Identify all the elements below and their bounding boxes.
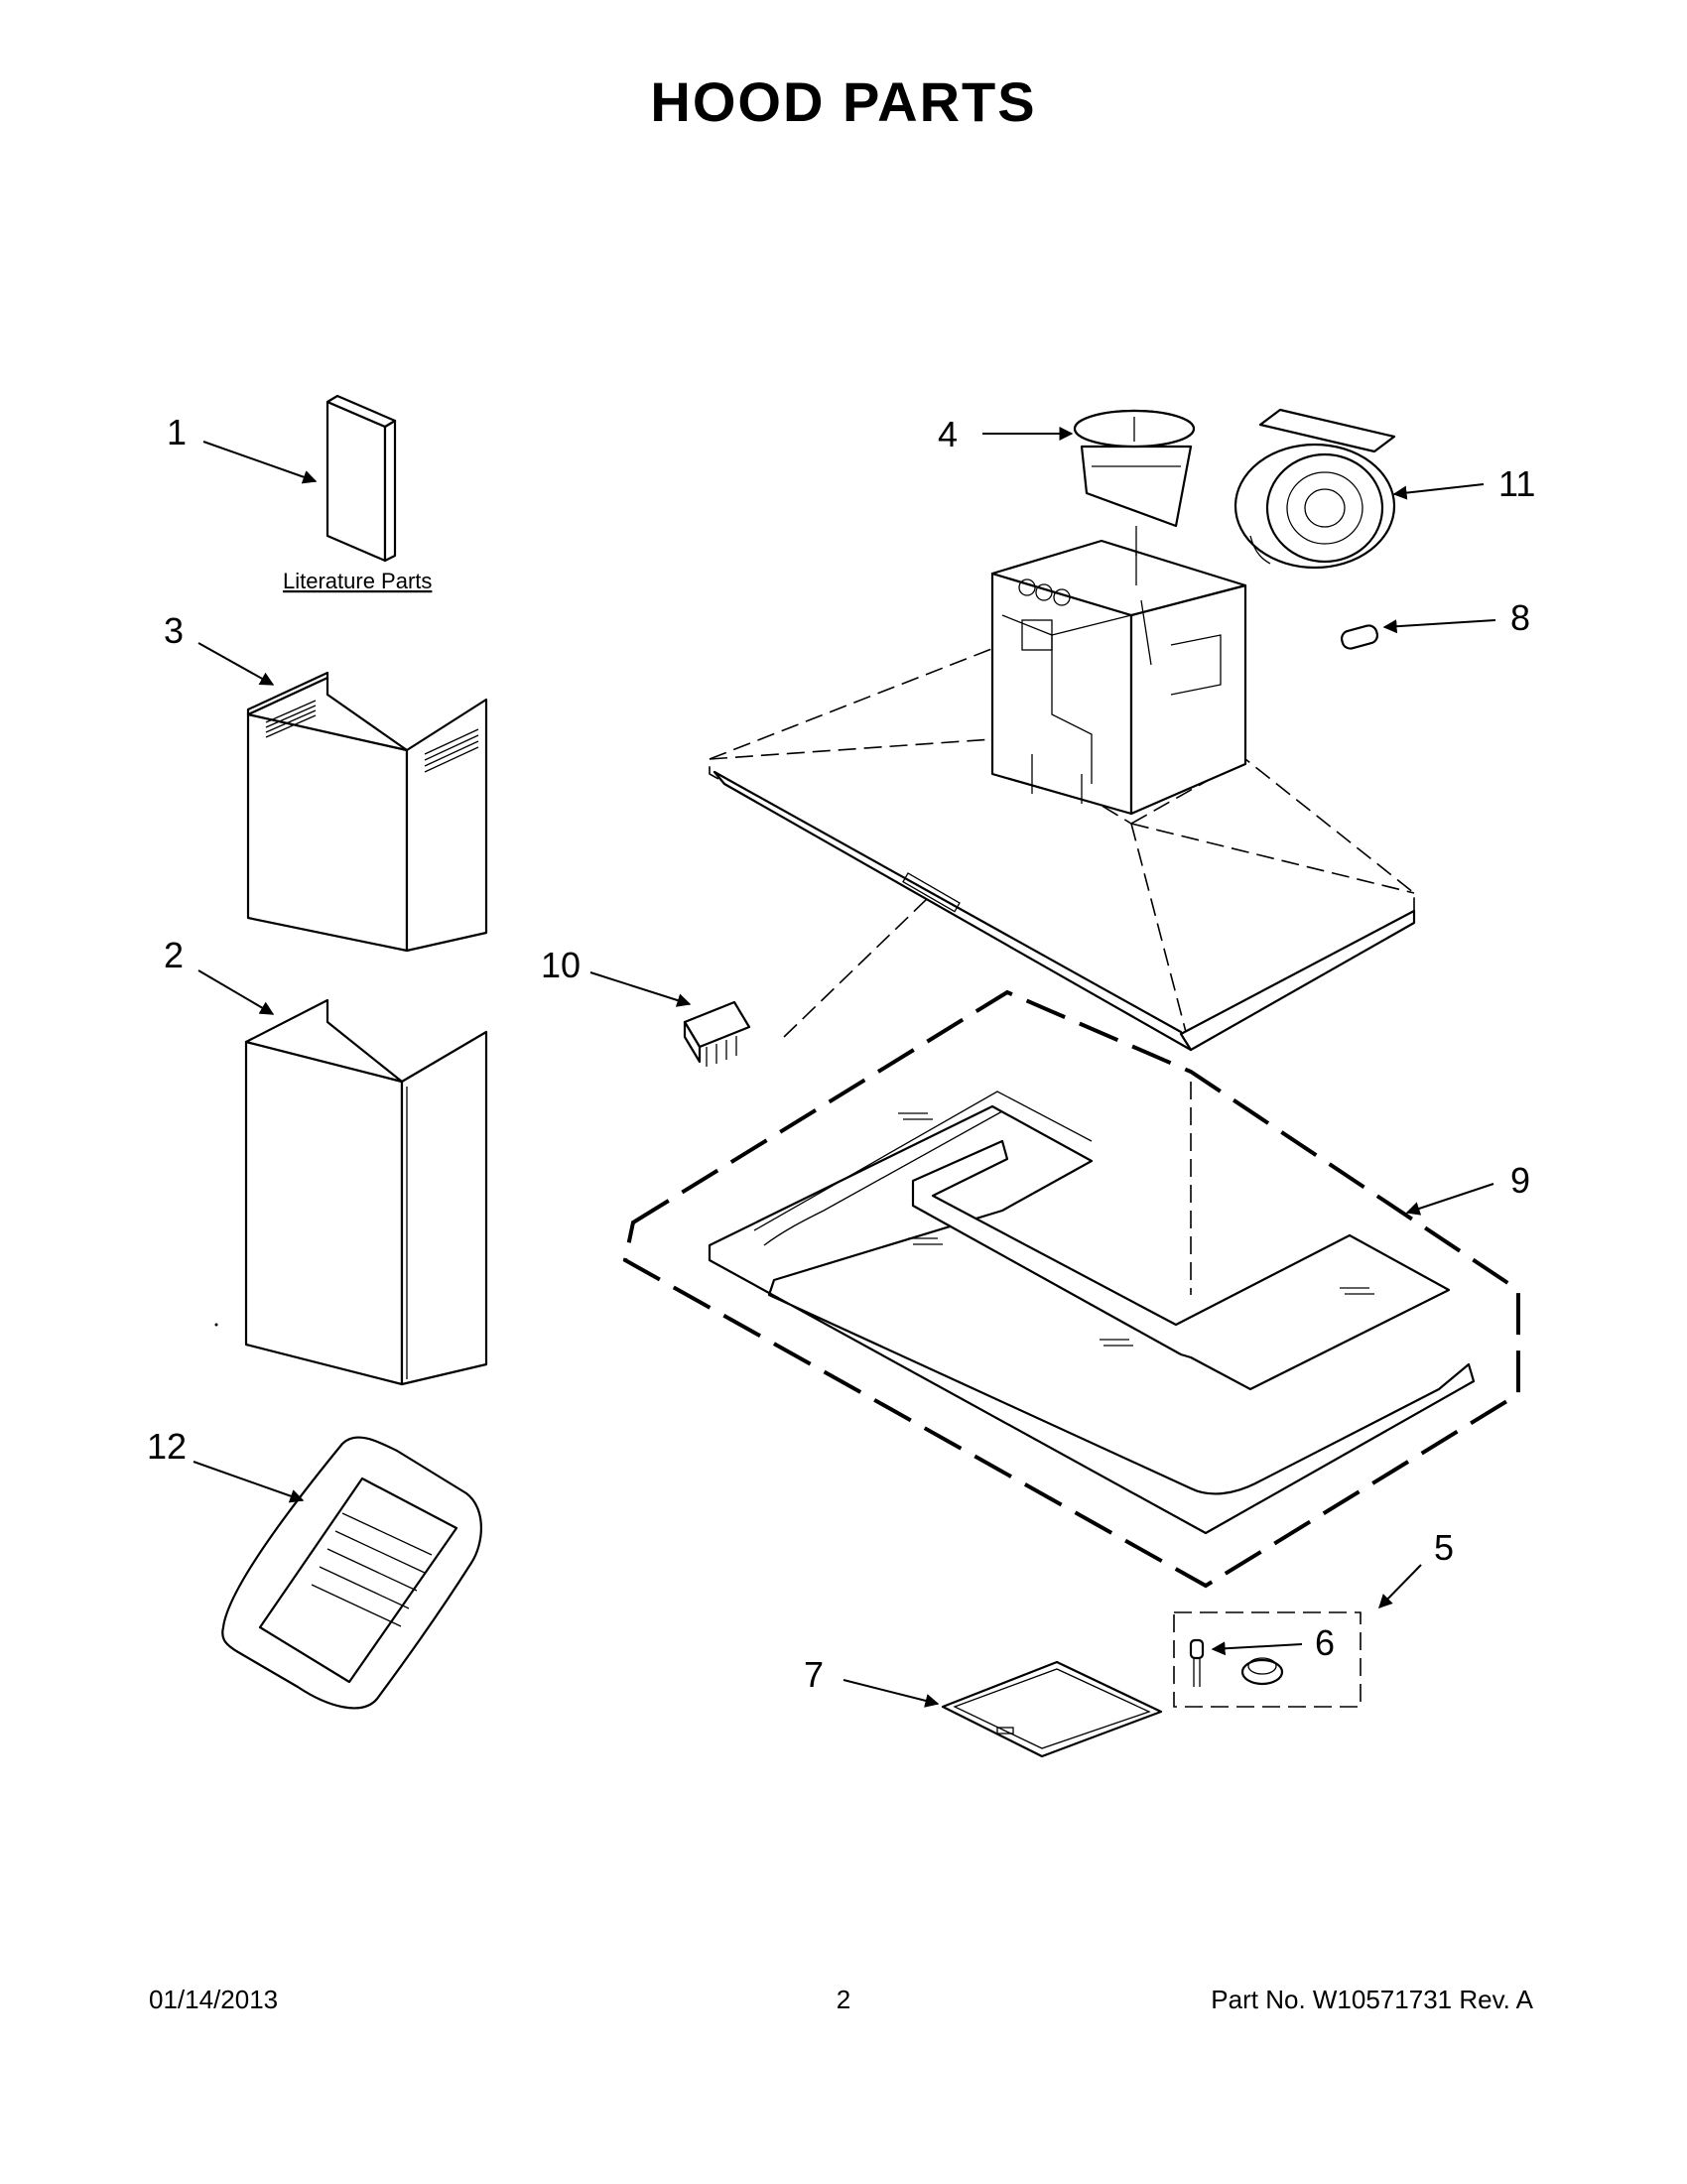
halogen-bulb-part <box>1189 1638 1205 1687</box>
lower-chimney-cover-part <box>214 998 488 1386</box>
footer-page-number: 2 <box>836 1985 851 2014</box>
page-title: HOOD PARTS <box>650 70 1037 133</box>
leader-2 <box>197 969 275 1015</box>
leader-8 <box>1382 619 1496 634</box>
leader-3 <box>197 642 275 686</box>
leader-5 <box>1378 1564 1422 1609</box>
callout-11: 11 <box>1498 463 1535 504</box>
callout-6: 6 <box>1315 1622 1335 1663</box>
leader-11 <box>1392 483 1485 500</box>
callout-10: 10 <box>541 945 581 985</box>
control-switch-part <box>683 1000 751 1067</box>
light-kit-group <box>1173 1611 1362 1708</box>
leader-12 <box>193 1461 305 1503</box>
callout-2: 2 <box>164 935 184 975</box>
callout-9: 9 <box>1510 1160 1530 1201</box>
callout-3: 3 <box>164 610 184 651</box>
callout-1: 1 <box>167 412 187 452</box>
instruction-sheet-bag-part <box>221 1436 482 1710</box>
light-lens-part <box>1240 1657 1284 1686</box>
capacitor-part <box>1340 624 1379 650</box>
phantom-line-10 <box>783 897 929 1038</box>
callout-8: 8 <box>1510 597 1530 638</box>
leader-10 <box>589 971 692 1007</box>
upper-chimney-cover-part <box>246 671 488 953</box>
grease-filter-part <box>941 1660 1163 1758</box>
callout-4: 4 <box>938 414 958 454</box>
callout-7: 7 <box>804 1654 824 1695</box>
glass-canopy-assembly <box>622 989 1520 1589</box>
callout-12: 12 <box>147 1426 187 1467</box>
blower-motor-part <box>1233 408 1396 570</box>
callout-5: 5 <box>1434 1527 1454 1568</box>
damper-duct-part <box>1073 409 1196 528</box>
hood-body-assembly <box>709 526 1416 1052</box>
footer-part-number: Part No. W10571731 Rev. A <box>1211 1985 1533 2014</box>
leader-1 <box>202 441 318 484</box>
leader-9 <box>1405 1183 1494 1216</box>
literature-parts-label: Literature Parts <box>283 569 432 593</box>
footer-date: 01/14/2013 <box>149 1985 279 2014</box>
leader-6 <box>1211 1641 1303 1656</box>
leader-7 <box>843 1679 940 1708</box>
literature-booklet-part <box>325 394 397 563</box>
